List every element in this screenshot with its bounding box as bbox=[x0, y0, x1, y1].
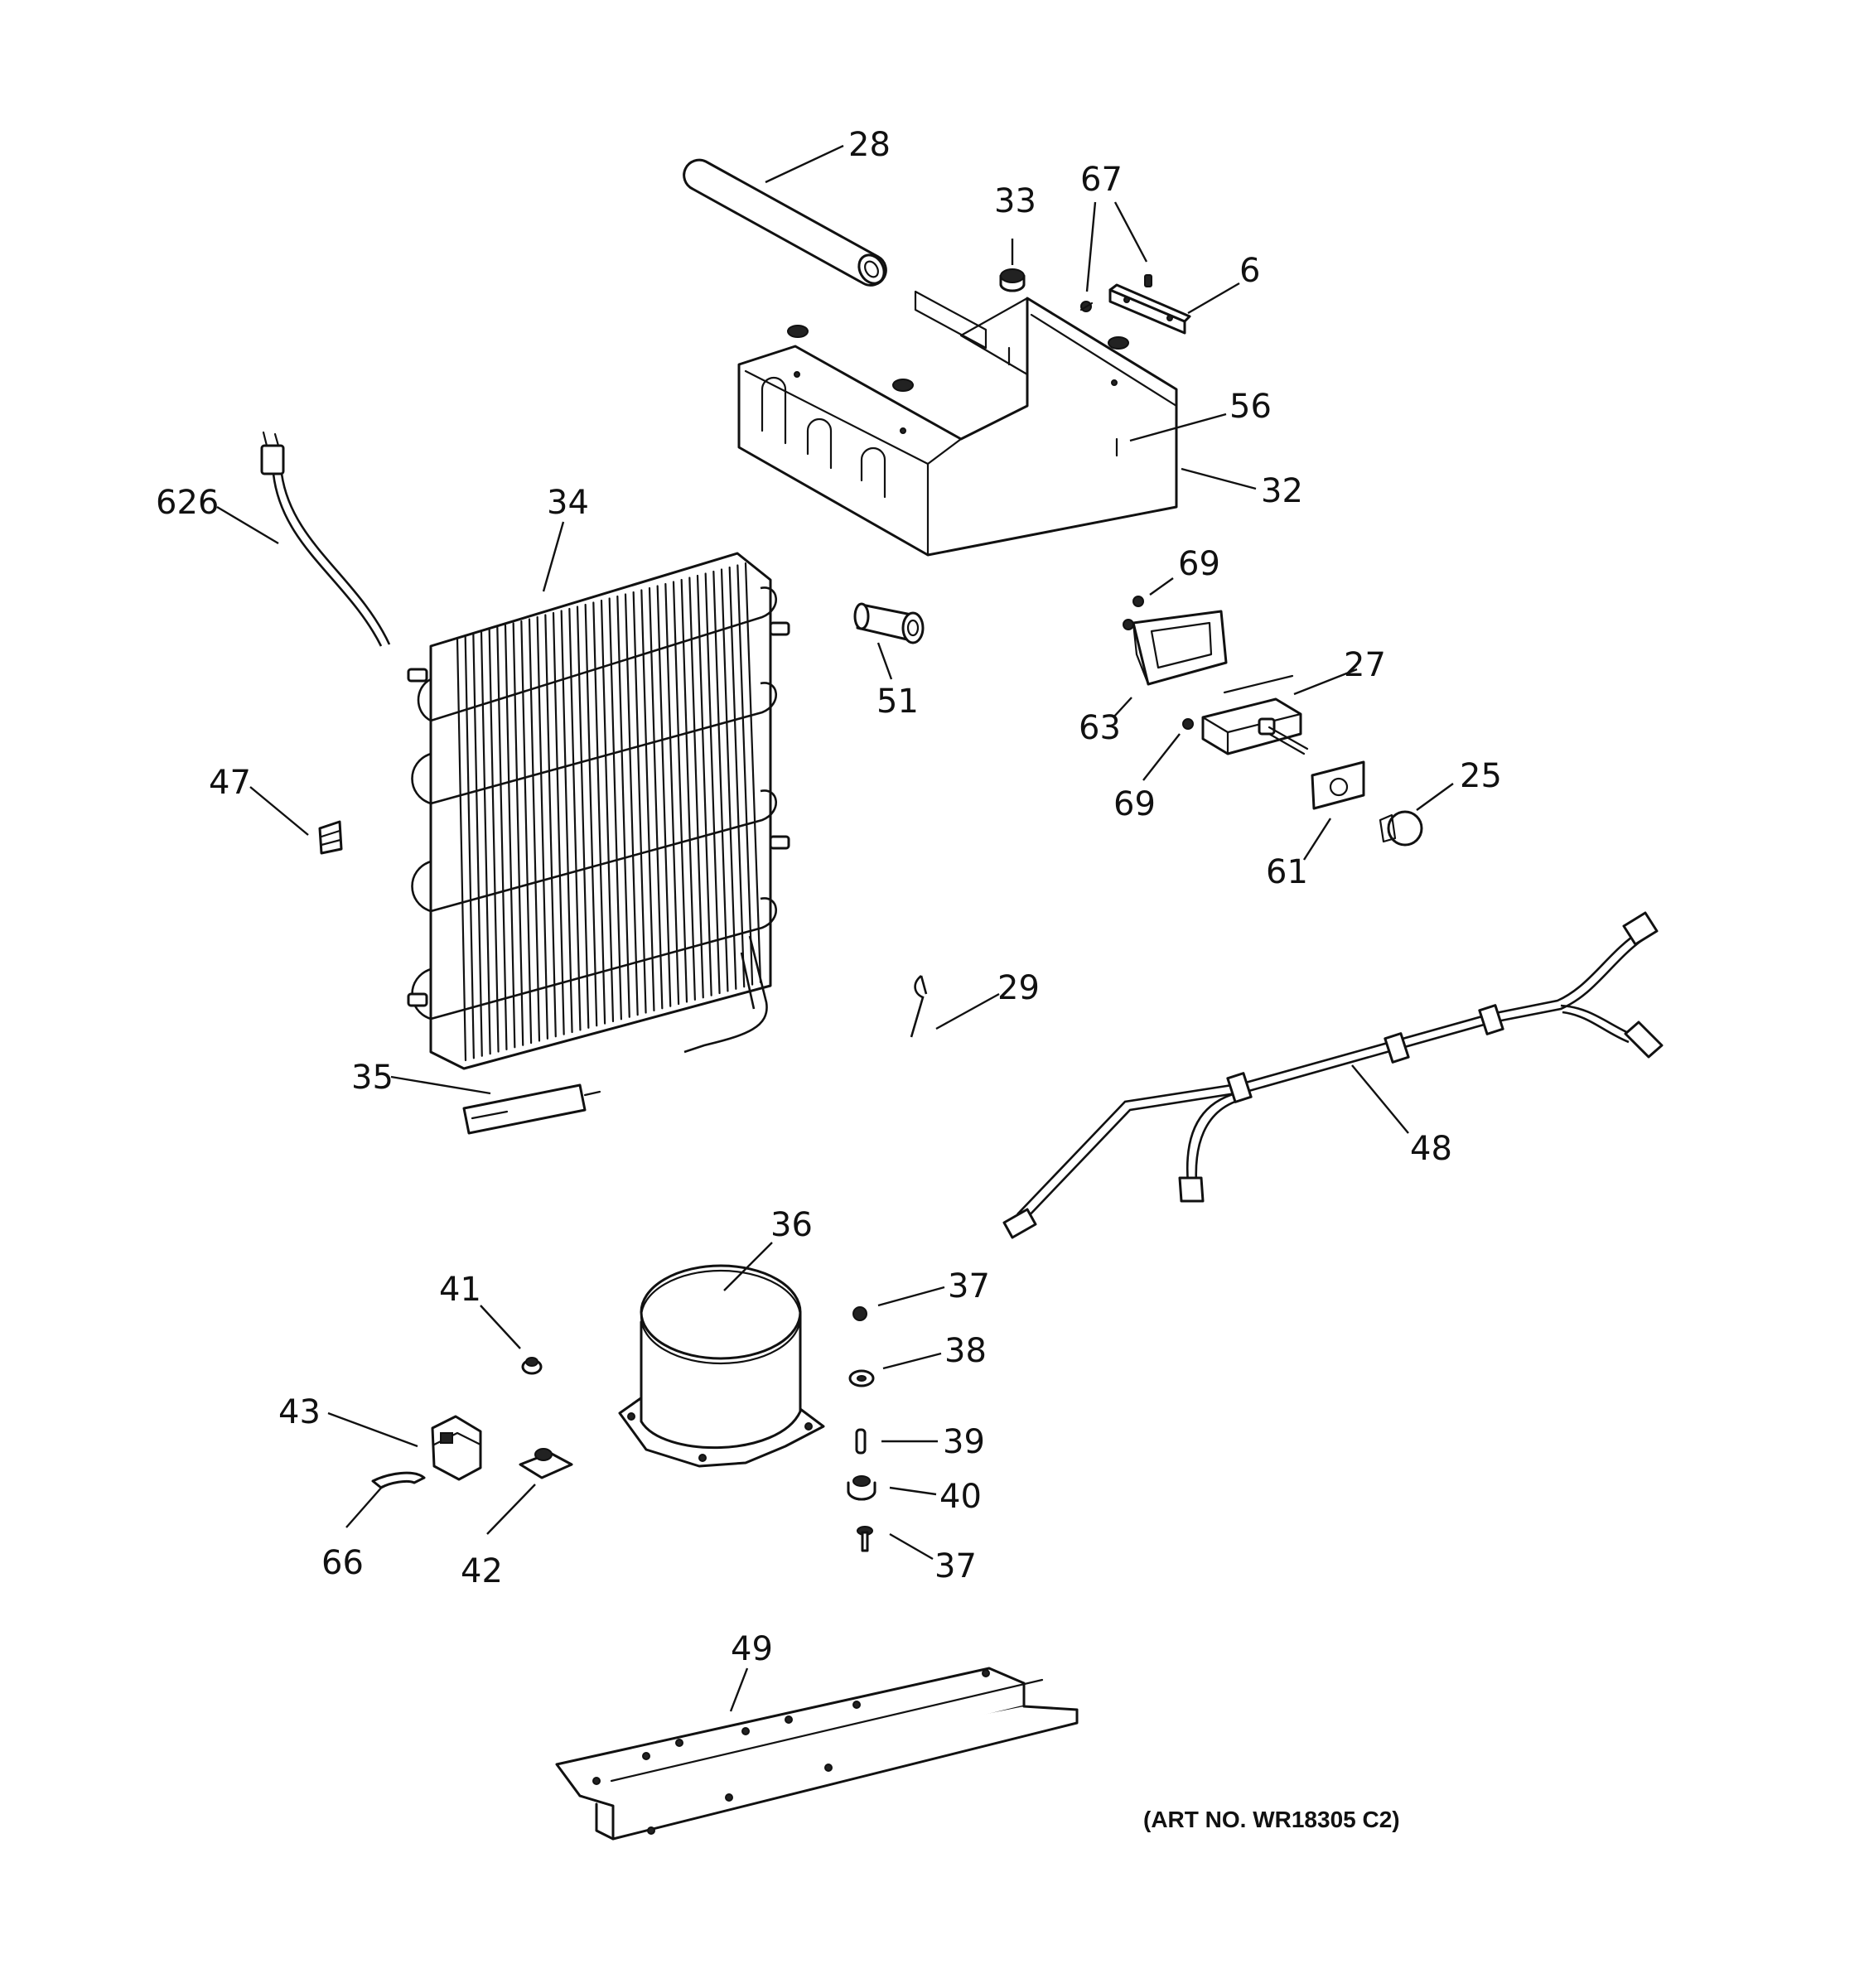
condenser-fin bbox=[472, 632, 483, 1057]
callout-49: 49 bbox=[731, 1630, 773, 1668]
condenser-fin bbox=[552, 611, 565, 1035]
part-61-plate bbox=[1311, 760, 1365, 810]
callout-29: 29 bbox=[997, 969, 1040, 1007]
condenser-fin bbox=[576, 606, 590, 1029]
callout-33: 33 bbox=[994, 182, 1036, 220]
condenser-fin bbox=[456, 636, 467, 1062]
callout-27: 27 bbox=[1344, 646, 1386, 684]
condenser-fin bbox=[488, 628, 500, 1053]
callout-25: 25 bbox=[1460, 757, 1502, 795]
callout-41: 41 bbox=[439, 1271, 481, 1309]
condenser-fin bbox=[624, 593, 639, 1016]
condenser-fin bbox=[648, 586, 664, 1010]
condenser-fin bbox=[696, 574, 712, 996]
condenser-fin bbox=[736, 564, 754, 986]
callout-labels: 28 33 67 6 56 32 626 34 69 63 27 69 51 4… bbox=[156, 126, 1502, 1668]
condenser-fin bbox=[592, 601, 606, 1025]
part-28-tube bbox=[683, 158, 887, 287]
callout-69-top: 69 bbox=[1178, 545, 1220, 583]
leader-lines bbox=[216, 144, 1454, 1712]
part-69-screws bbox=[1123, 596, 1194, 730]
condenser-fin bbox=[568, 607, 582, 1031]
part-32-housing bbox=[737, 290, 1178, 557]
condenser-fin bbox=[656, 585, 672, 1007]
condenser-fin bbox=[464, 635, 475, 1059]
condenser-fin bbox=[664, 582, 680, 1006]
condenser-fin bbox=[712, 570, 729, 992]
callout-39: 39 bbox=[943, 1423, 985, 1461]
condenser-fin bbox=[688, 577, 704, 999]
part-51-sleeve bbox=[853, 602, 925, 644]
part-33-grommet bbox=[999, 268, 1026, 292]
part-34-condenser bbox=[407, 552, 790, 1070]
condenser-fin bbox=[608, 597, 622, 1021]
condenser-fin bbox=[504, 624, 516, 1049]
part-47-clip bbox=[318, 820, 343, 855]
callout-28: 28 bbox=[848, 126, 891, 164]
part-35-drier bbox=[462, 1083, 601, 1135]
part-38-washer bbox=[848, 1369, 875, 1387]
art-number: (ART NO. WR18305 C2) bbox=[1143, 1807, 1400, 1832]
part-626-power-cord bbox=[260, 431, 391, 647]
callout-37-bottom: 37 bbox=[934, 1547, 977, 1585]
callout-61: 61 bbox=[1266, 853, 1308, 891]
callout-37-top: 37 bbox=[948, 1267, 990, 1305]
part-41-grommet bbox=[521, 1357, 543, 1375]
condenser-fin bbox=[680, 578, 696, 1001]
part-6-bracket bbox=[1108, 283, 1191, 335]
callout-47: 47 bbox=[209, 764, 251, 802]
condenser-fin bbox=[728, 566, 746, 988]
part-63-control-housing bbox=[1132, 610, 1228, 686]
callout-66: 66 bbox=[321, 1544, 364, 1582]
callout-6: 6 bbox=[1239, 252, 1260, 290]
part-49-base-rail bbox=[555, 1667, 1079, 1841]
callout-48: 48 bbox=[1410, 1130, 1452, 1168]
callout-51: 51 bbox=[876, 683, 919, 721]
condenser-fin bbox=[720, 568, 737, 990]
condenser-fin bbox=[496, 626, 508, 1051]
callout-43: 43 bbox=[278, 1393, 321, 1431]
part-43-relay bbox=[431, 1415, 482, 1481]
callout-38: 38 bbox=[944, 1332, 987, 1370]
callout-32: 32 bbox=[1261, 472, 1303, 510]
part-37-nut-top bbox=[852, 1306, 867, 1321]
part-40-grommet bbox=[847, 1475, 876, 1501]
condenser-fin bbox=[560, 610, 573, 1034]
condenser-fin bbox=[584, 603, 598, 1027]
part-36-compressor bbox=[618, 1264, 825, 1468]
condenser-fin bbox=[480, 630, 491, 1055]
callout-36: 36 bbox=[770, 1206, 813, 1244]
part-25-knob bbox=[1379, 810, 1423, 847]
callout-69-bottom: 69 bbox=[1113, 785, 1156, 823]
condenser-fin bbox=[640, 589, 655, 1012]
condenser-fin bbox=[672, 581, 688, 1003]
callout-56: 56 bbox=[1229, 388, 1272, 426]
callout-40: 40 bbox=[939, 1478, 982, 1516]
part-29-clip bbox=[910, 975, 928, 1038]
condenser-fin bbox=[616, 595, 630, 1018]
part-37-bolt-bottom bbox=[857, 1526, 873, 1552]
condenser-fin bbox=[744, 562, 762, 984]
part-42-overload bbox=[519, 1448, 573, 1479]
callout-63: 63 bbox=[1079, 709, 1121, 747]
condenser-fin bbox=[632, 591, 647, 1014]
callout-626: 626 bbox=[156, 484, 219, 522]
callout-35: 35 bbox=[351, 1059, 394, 1097]
callout-67: 67 bbox=[1080, 161, 1123, 199]
condenser-fin bbox=[704, 572, 721, 995]
part-48-wire-harness bbox=[1002, 911, 1664, 1239]
part-39-sleeve bbox=[855, 1428, 867, 1455]
part-67-screws bbox=[1079, 274, 1152, 312]
callout-42: 42 bbox=[461, 1552, 503, 1590]
condenser-fin bbox=[600, 599, 615, 1023]
callout-34: 34 bbox=[547, 484, 589, 522]
part-66-clip bbox=[371, 1471, 426, 1489]
part-27-thermostat bbox=[1201, 674, 1309, 755]
